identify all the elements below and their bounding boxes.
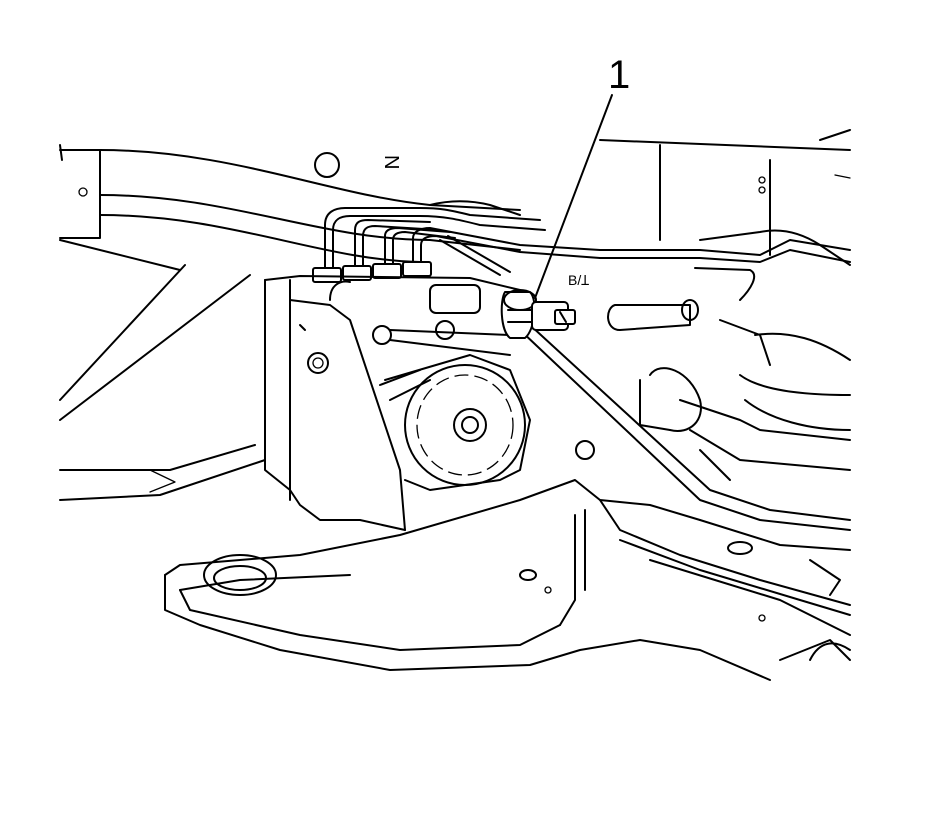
fasteners [372, 284, 699, 460]
body-frame [59, 129, 851, 501]
cast-mark: N [380, 155, 402, 169]
axle-assembly [639, 319, 851, 481]
sensor-connector [500, 289, 576, 339]
line-fittings [312, 261, 432, 283]
brake-lines [324, 200, 851, 531]
modulator-body [264, 275, 521, 531]
callout-label: 1 [608, 53, 630, 97]
callout-leader [534, 94, 613, 299]
pump-motor [379, 354, 531, 491]
sensor-mark: B/Ʇ [568, 272, 589, 288]
subframe [164, 479, 851, 681]
